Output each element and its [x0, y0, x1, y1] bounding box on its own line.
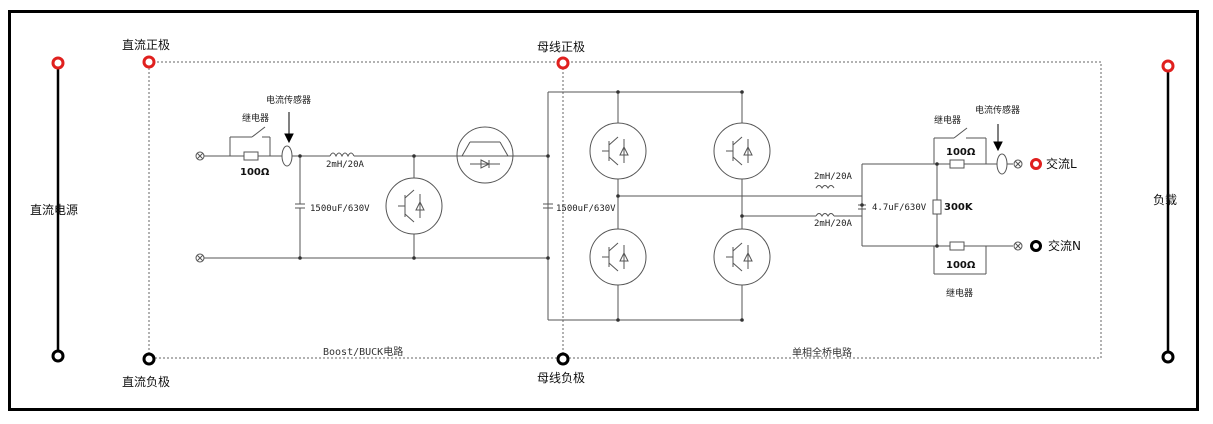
dc-positive-terminal [142, 55, 156, 69]
load-label: 负载 [1153, 193, 1178, 207]
inductor-bottom-label: 2mH/20A [814, 219, 852, 229]
full-bridge-boundary [562, 61, 1102, 359]
dc-negative-label: 直流负极 [122, 375, 171, 389]
resistor-bottom-label: 100Ω [946, 260, 976, 271]
ac-l-terminal [1030, 158, 1042, 170]
inductor-top-label: 2mH/20A [814, 172, 852, 182]
relay-top-label: 继电器 [934, 116, 962, 126]
boost-buck-circuit-label: Boost/BUCK电路 [323, 347, 404, 358]
relay-bottom-label: 继电器 [946, 289, 974, 299]
ac-l-label: 交流L [1046, 157, 1077, 171]
current-sensor-left-label: 电流传感器 [266, 96, 312, 106]
load-symbol [1161, 59, 1175, 364]
inductor-left-label: 2mH/20A [326, 160, 364, 170]
ac-n-label: 交流N [1048, 239, 1081, 253]
resistor-top-label: 100Ω [946, 147, 976, 158]
resistor-left-label: 100Ω [240, 167, 270, 178]
resistor-ac-label: 300K [944, 202, 973, 213]
relay-left-label: 继电器 [242, 114, 270, 124]
bus-positive-label: 母线正极 [537, 40, 586, 54]
bus-positive-terminal [556, 56, 570, 70]
current-sensor-right-label: 电流传感器 [975, 106, 1021, 116]
dc-positive-label: 直流正极 [122, 38, 171, 52]
dc-source-symbol [51, 56, 65, 363]
dc-source-label: 直流电源 [30, 203, 79, 217]
diagram-frame [8, 10, 1199, 411]
single-phase-bridge-label: 单相全桥电路 [792, 348, 852, 359]
ac-n-terminal [1030, 240, 1042, 252]
bus-negative-label: 母线负极 [537, 371, 586, 385]
cap-left-label: 1500uF/630V [310, 204, 370, 214]
cap-bus-label: 1500uF/630V [556, 204, 616, 214]
cap-ac-label: 4.7uF/630V [872, 203, 927, 213]
dc-negative-terminal [142, 352, 156, 366]
bus-negative-terminal [556, 352, 570, 366]
